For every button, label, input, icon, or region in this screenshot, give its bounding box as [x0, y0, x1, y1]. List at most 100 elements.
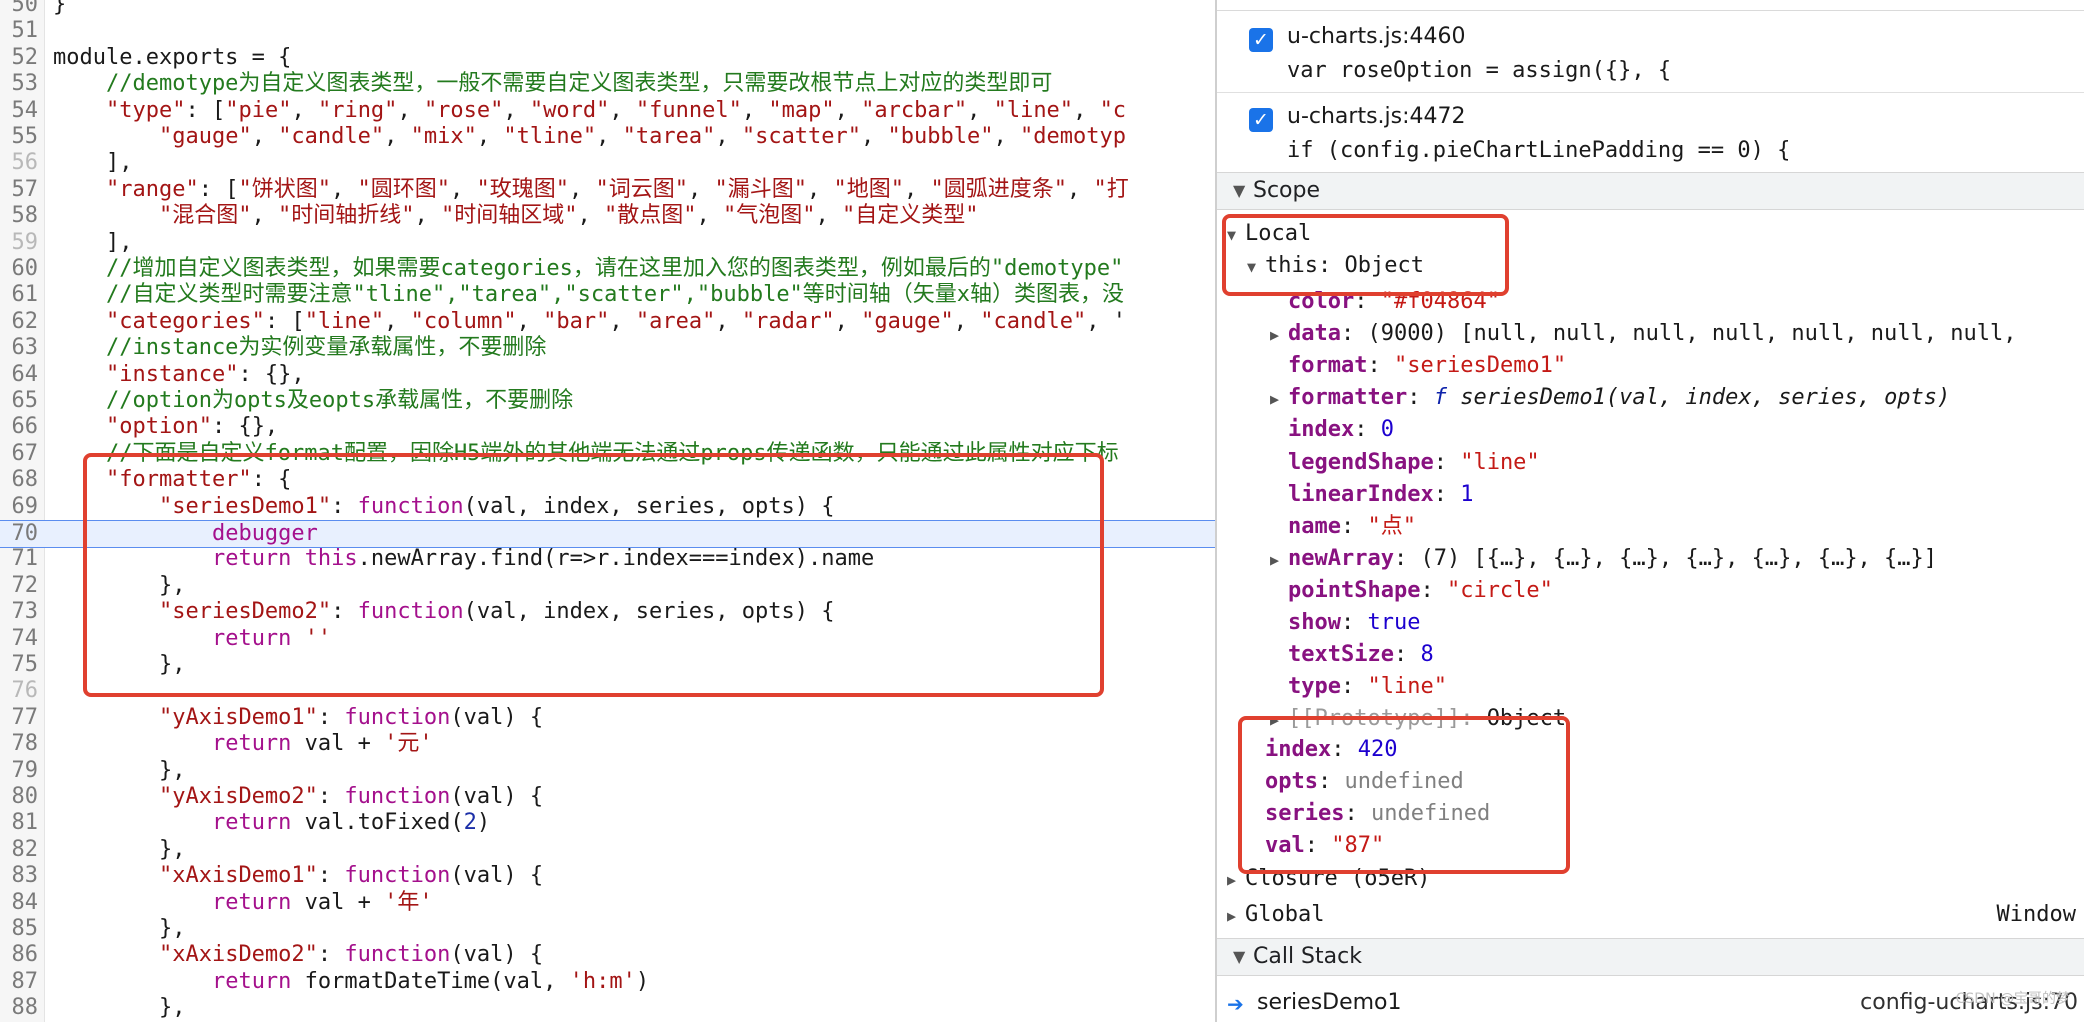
code-line[interactable]: 68 "formatter": { [0, 467, 1215, 493]
line-number[interactable]: 53 [11, 71, 39, 97]
line-number[interactable]: 64 [11, 361, 39, 387]
code-line[interactable]: 73 "seriesDemo2": function(val, index, s… [0, 599, 1215, 625]
code-line[interactable]: 61 //自定义类型时需要注意"tline","tarea","scatter"… [0, 282, 1215, 308]
code-line[interactable]: 81 return val.toFixed(2) [0, 810, 1215, 836]
code-line[interactable]: 75 }, [0, 652, 1215, 678]
code-line[interactable]: 80 "yAxisDemo2": function(val) { [0, 784, 1215, 810]
line-number[interactable]: 57 [11, 176, 39, 202]
scope-property-row[interactable]: ▶[[Prototype]]: Object [1270, 703, 1566, 735]
line-number[interactable]: 69 [11, 493, 39, 519]
scope-closure-row[interactable]: ▶Closure (o5eR) [1227, 863, 1430, 895]
line-number[interactable]: 78 [11, 731, 39, 757]
line-number[interactable]: 71 [11, 546, 39, 572]
scope-local-header[interactable]: ▼Local [1227, 218, 1311, 250]
line-number[interactable]: 56 [11, 150, 39, 176]
closure-label: Closure (o5eR) [1245, 866, 1431, 891]
line-number[interactable]: 63 [11, 335, 39, 361]
callstack-section-header[interactable]: ▼ Call Stack [1217, 938, 2084, 976]
breakpoint-item[interactable]: ✓ u-charts.js:4460 var roseOption = assi… [1217, 16, 2084, 93]
breakpoint-location[interactable]: u-charts.js:4460 [1287, 24, 1466, 49]
line-number[interactable]: 86 [11, 942, 39, 968]
line-number[interactable]: 50 [11, 0, 39, 17]
line-number[interactable]: 70 [11, 521, 39, 546]
line-number[interactable]: 54 [11, 97, 39, 123]
code-line[interactable]: 59 ], [0, 230, 1215, 256]
code-line[interactable]: 55 "gauge", "candle", "mix", "tline", "t… [0, 124, 1215, 150]
scope-property-row[interactable]: ▶newArray: (7) [{…}, {…}, {…}, {…}, {…},… [1270, 543, 1937, 575]
code-line[interactable]: 87 return formatDateTime(val, 'h:m') [0, 969, 1215, 995]
line-number[interactable]: 61 [11, 282, 39, 308]
breakpoint-item[interactable]: ✓ u-charts.js:4472 if (config.pieChartLi… [1217, 96, 2084, 173]
line-number[interactable]: 76 [11, 678, 39, 704]
code-line[interactable]: 65 //option为opts及eopts承载属性，不要删除 [0, 388, 1215, 414]
line-number[interactable]: 68 [11, 467, 39, 493]
code-line[interactable]: 58 "混合图", "时间轴折线", "时间轴区域", "散点图", "气泡图"… [0, 203, 1215, 229]
code-line[interactable]: 78 return val + '元' [0, 731, 1215, 757]
code-line[interactable]: 72 }, [0, 573, 1215, 599]
line-number[interactable]: 65 [11, 388, 39, 413]
code-line[interactable]: 53 //demotype为自定义图表类型，一般不需要自定义图表类型，只需要改根… [0, 71, 1215, 97]
line-number[interactable]: 74 [11, 625, 39, 651]
code-line[interactable]: 50} [0, 0, 1215, 18]
code-line[interactable]: 88 }, [0, 995, 1215, 1021]
code-line[interactable]: 79 }, [0, 758, 1215, 784]
code-line[interactable]: 82 }, [0, 837, 1215, 863]
line-number[interactable]: 62 [11, 308, 39, 334]
code-text: }, [53, 836, 186, 862]
line-number[interactable]: 80 [11, 784, 39, 809]
callstack-frame[interactable]: ➔ seriesDemo1 config-ucharts.js:70 [1217, 984, 2084, 1022]
line-number[interactable]: 73 [11, 599, 39, 625]
code-line[interactable]: 86 "xAxisDemo2": function(val) { [0, 942, 1215, 968]
scope-property-row[interactable]: ▶formatter: f seriesDemo1(val, index, se… [1270, 382, 1950, 414]
code-line[interactable]: 57 "range": ["饼状图", "圆环图", "玫瑰图", "词云图",… [0, 177, 1215, 203]
line-number[interactable]: 88 [11, 995, 39, 1021]
code-line[interactable]: 60 //增加自定义图表类型，如果需要categories，请在这里加入您的图表… [0, 256, 1215, 282]
line-number[interactable]: 55 [11, 124, 39, 149]
code-line[interactable]: 56 ], [0, 150, 1215, 176]
code-line[interactable]: 85 }, [0, 916, 1215, 942]
code-line[interactable]: 64 "instance": {}, [0, 362, 1215, 388]
line-number[interactable]: 82 [11, 836, 39, 862]
line-number[interactable]: 87 [11, 968, 39, 994]
line-number[interactable]: 84 [11, 889, 39, 915]
line-number[interactable]: 75 [11, 652, 39, 677]
this-object-row[interactable]: ▼this: Object [1247, 250, 1424, 282]
code-line[interactable]: 54 "type": ["pie", "ring", "rose", "word… [0, 98, 1215, 124]
code-line[interactable]: 83 "xAxisDemo1": function(val) { [0, 863, 1215, 889]
line-number[interactable]: 72 [11, 572, 39, 598]
line-number[interactable]: 77 [11, 704, 39, 730]
code-line[interactable]: 84 return val + '年' [0, 890, 1215, 916]
callstack-location[interactable]: config-ucharts.js:70 [1860, 990, 2078, 1015]
breakpoint-checkbox[interactable]: ✓ [1249, 108, 1273, 132]
code-line[interactable]: 77 "yAxisDemo1": function(val) { [0, 705, 1215, 731]
breakpoint-checkbox[interactable]: ✓ [1249, 28, 1273, 52]
line-number[interactable]: 79 [11, 757, 39, 783]
scope-property-row[interactable]: ▶data: (9000) [null, null, null, null, n… [1270, 318, 2017, 350]
line-number[interactable]: 67 [11, 440, 39, 466]
code-text: //增加自定义图表类型，如果需要categories，请在这里加入您的图表类型，… [53, 256, 1124, 281]
code-line-current[interactable]: 70 debugger [0, 520, 1215, 549]
line-number[interactable]: 51 [11, 18, 39, 44]
code-line[interactable]: 62 "categories": ["line", "column", "bar… [0, 309, 1215, 335]
code-line[interactable]: 63 //instance为实例变量承载属性，不要删除 [0, 335, 1215, 361]
line-number[interactable]: 60 [11, 256, 39, 281]
scope-section-header[interactable]: ▼ Scope [1217, 172, 2084, 210]
code-line[interactable]: 51 [0, 18, 1215, 44]
line-number[interactable]: 85 [11, 916, 39, 941]
code-line[interactable]: 74 return '' [0, 626, 1215, 652]
line-number[interactable]: 58 [11, 203, 39, 229]
line-number[interactable]: 83 [11, 863, 39, 889]
code-line[interactable]: 71 return this.newArray.find(r=>r.index=… [0, 546, 1215, 572]
code-line[interactable]: 76 [0, 678, 1215, 704]
code-line[interactable]: 67 //下面是自定义format配置，因除H5端外的其他端无法通过props传… [0, 441, 1215, 467]
line-number[interactable]: 66 [11, 414, 39, 440]
code-line[interactable]: 66 "option": {}, [0, 414, 1215, 440]
line-number[interactable]: 52 [11, 44, 39, 70]
code-line[interactable]: 69 "seriesDemo1": function(val, index, s… [0, 494, 1215, 520]
line-number[interactable]: 59 [11, 229, 39, 255]
line-number[interactable]: 81 [11, 810, 39, 836]
breakpoint-location[interactable]: u-charts.js:4472 [1287, 104, 1466, 129]
